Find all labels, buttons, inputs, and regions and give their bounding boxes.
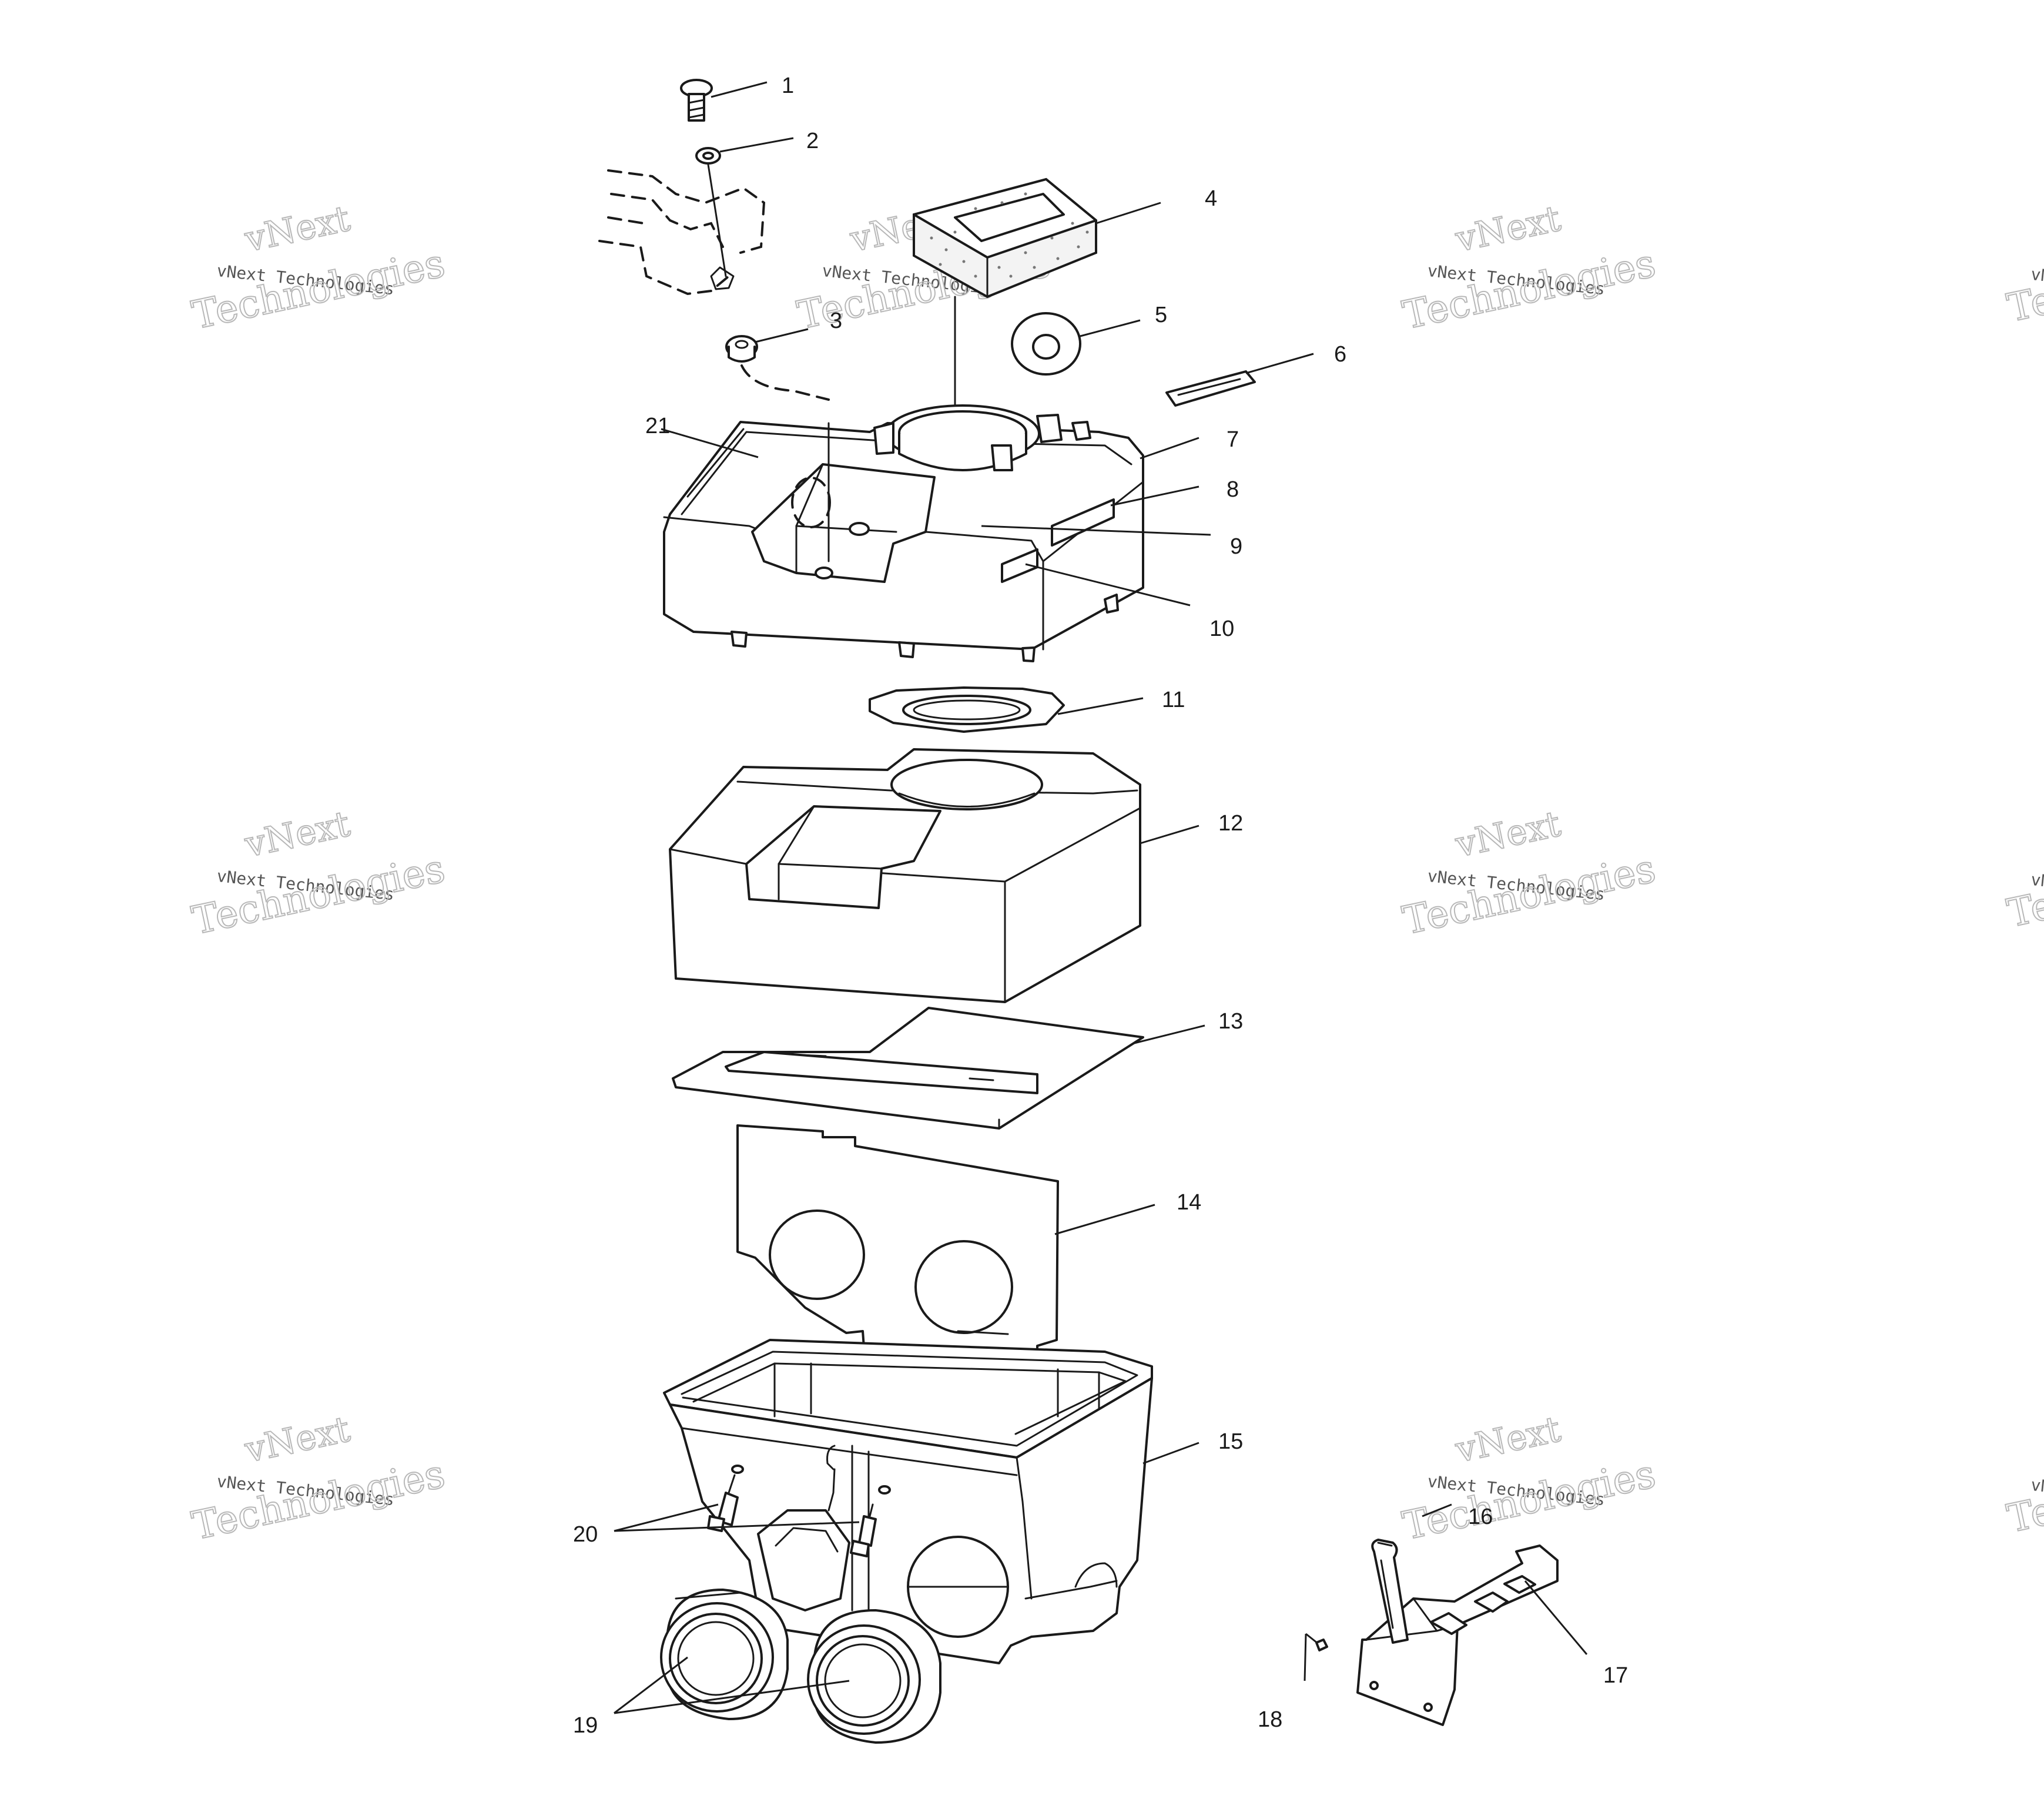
part-13-filter-plate [672, 1007, 1144, 1130]
part-15-airbox-base [663, 1339, 1153, 1664]
callout-labels: 1 2 3 4 5 6 21 7 8 9 10 11 12 13 14 15 2… [573, 73, 1628, 1738]
callout-1: 1 [782, 73, 794, 98]
svg-text:vNext: vNext [241, 198, 353, 260]
callout-20: 20 [573, 1522, 598, 1547]
svg-text:Technologies: Technologies [188, 240, 448, 338]
watermark: vNext vNext Technologies Technologies [1398, 1408, 1660, 1549]
watermark-edge: vNext Technologies Technologies [2003, 838, 2044, 937]
callout-16: 16 [1468, 1505, 1493, 1529]
svg-text:Technologies: Technologies [2003, 233, 2044, 331]
callout-15: 15 [1218, 1429, 1243, 1454]
part-12-inner-cover [669, 748, 1141, 1003]
part-19-outlet-boots [660, 1589, 941, 1744]
svg-text:Technologies: Technologies [1399, 1451, 1659, 1549]
callout-5: 5 [1155, 303, 1167, 327]
watermark: vNext vNext Technologies Technologies [1398, 197, 1660, 339]
svg-text:vNext: vNext [241, 803, 353, 866]
callout-9: 9 [1230, 534, 1242, 559]
callout-3: 3 [830, 309, 842, 333]
part-18-fastener [1315, 1639, 1328, 1651]
watermark: vNext vNext Technologies Technologies [187, 1408, 449, 1549]
watermark: vNext vNext Technologies Technologies [187, 197, 449, 339]
svg-text:Technologies: Technologies [2003, 1444, 2044, 1542]
watermark-edge: vNext Technologies Technologies [2003, 233, 2044, 331]
svg-text:vNext: vNext [1452, 198, 1564, 260]
part-5-grommet [1011, 312, 1081, 376]
part-6-tab [1165, 370, 1256, 407]
frame-bracket-reference [598, 169, 766, 296]
callout-17: 17 [1603, 1663, 1628, 1688]
watermark: vNext vNext Technologies Technologies [1398, 803, 1660, 944]
part-4-foam-filter [913, 177, 1097, 299]
watermark-edge: vNext Technologies Technologies [2003, 1443, 2044, 1542]
svg-text:vNext: vNext [241, 1409, 353, 1471]
part-16-strap [1371, 1539, 1409, 1644]
callout-19: 19 [573, 1713, 598, 1738]
part-11-gasket [869, 686, 1065, 733]
callout-13: 13 [1218, 1009, 1243, 1034]
svg-text:Technologies: Technologies [188, 1451, 448, 1549]
svg-text:Technologies: Technologies [1399, 846, 1659, 943]
svg-text:vNext: vNext [1452, 803, 1564, 866]
part-2-washer [695, 147, 721, 165]
svg-text:Technologies: Technologies [188, 846, 448, 943]
callout-18: 18 [1258, 1707, 1282, 1732]
callout-21: 21 [645, 414, 670, 438]
svg-text:vNext: vNext [1452, 1409, 1564, 1471]
watermark: vNext vNext Technologies Technologies [187, 803, 449, 944]
callout-4: 4 [1205, 186, 1217, 211]
part-1-screw [680, 79, 713, 122]
callout-12: 12 [1218, 811, 1243, 836]
callout-6: 6 [1334, 342, 1346, 367]
callout-7: 7 [1227, 427, 1239, 452]
part-7-airbox-cover [663, 404, 1144, 662]
part-3-grommet [725, 335, 830, 401]
leader-lines [614, 81, 1588, 1714]
callout-2: 2 [806, 129, 819, 153]
foam-texture [930, 192, 1089, 278]
callout-14: 14 [1177, 1190, 1201, 1215]
assembly-axis-fastener [707, 163, 727, 277]
svg-text:Technologies: Technologies [1399, 240, 1659, 338]
callout-10: 10 [1209, 616, 1234, 641]
callout-8: 8 [1227, 477, 1239, 502]
svg-text:Technologies: Technologies [2003, 839, 2044, 936]
callout-11: 11 [1162, 688, 1185, 712]
